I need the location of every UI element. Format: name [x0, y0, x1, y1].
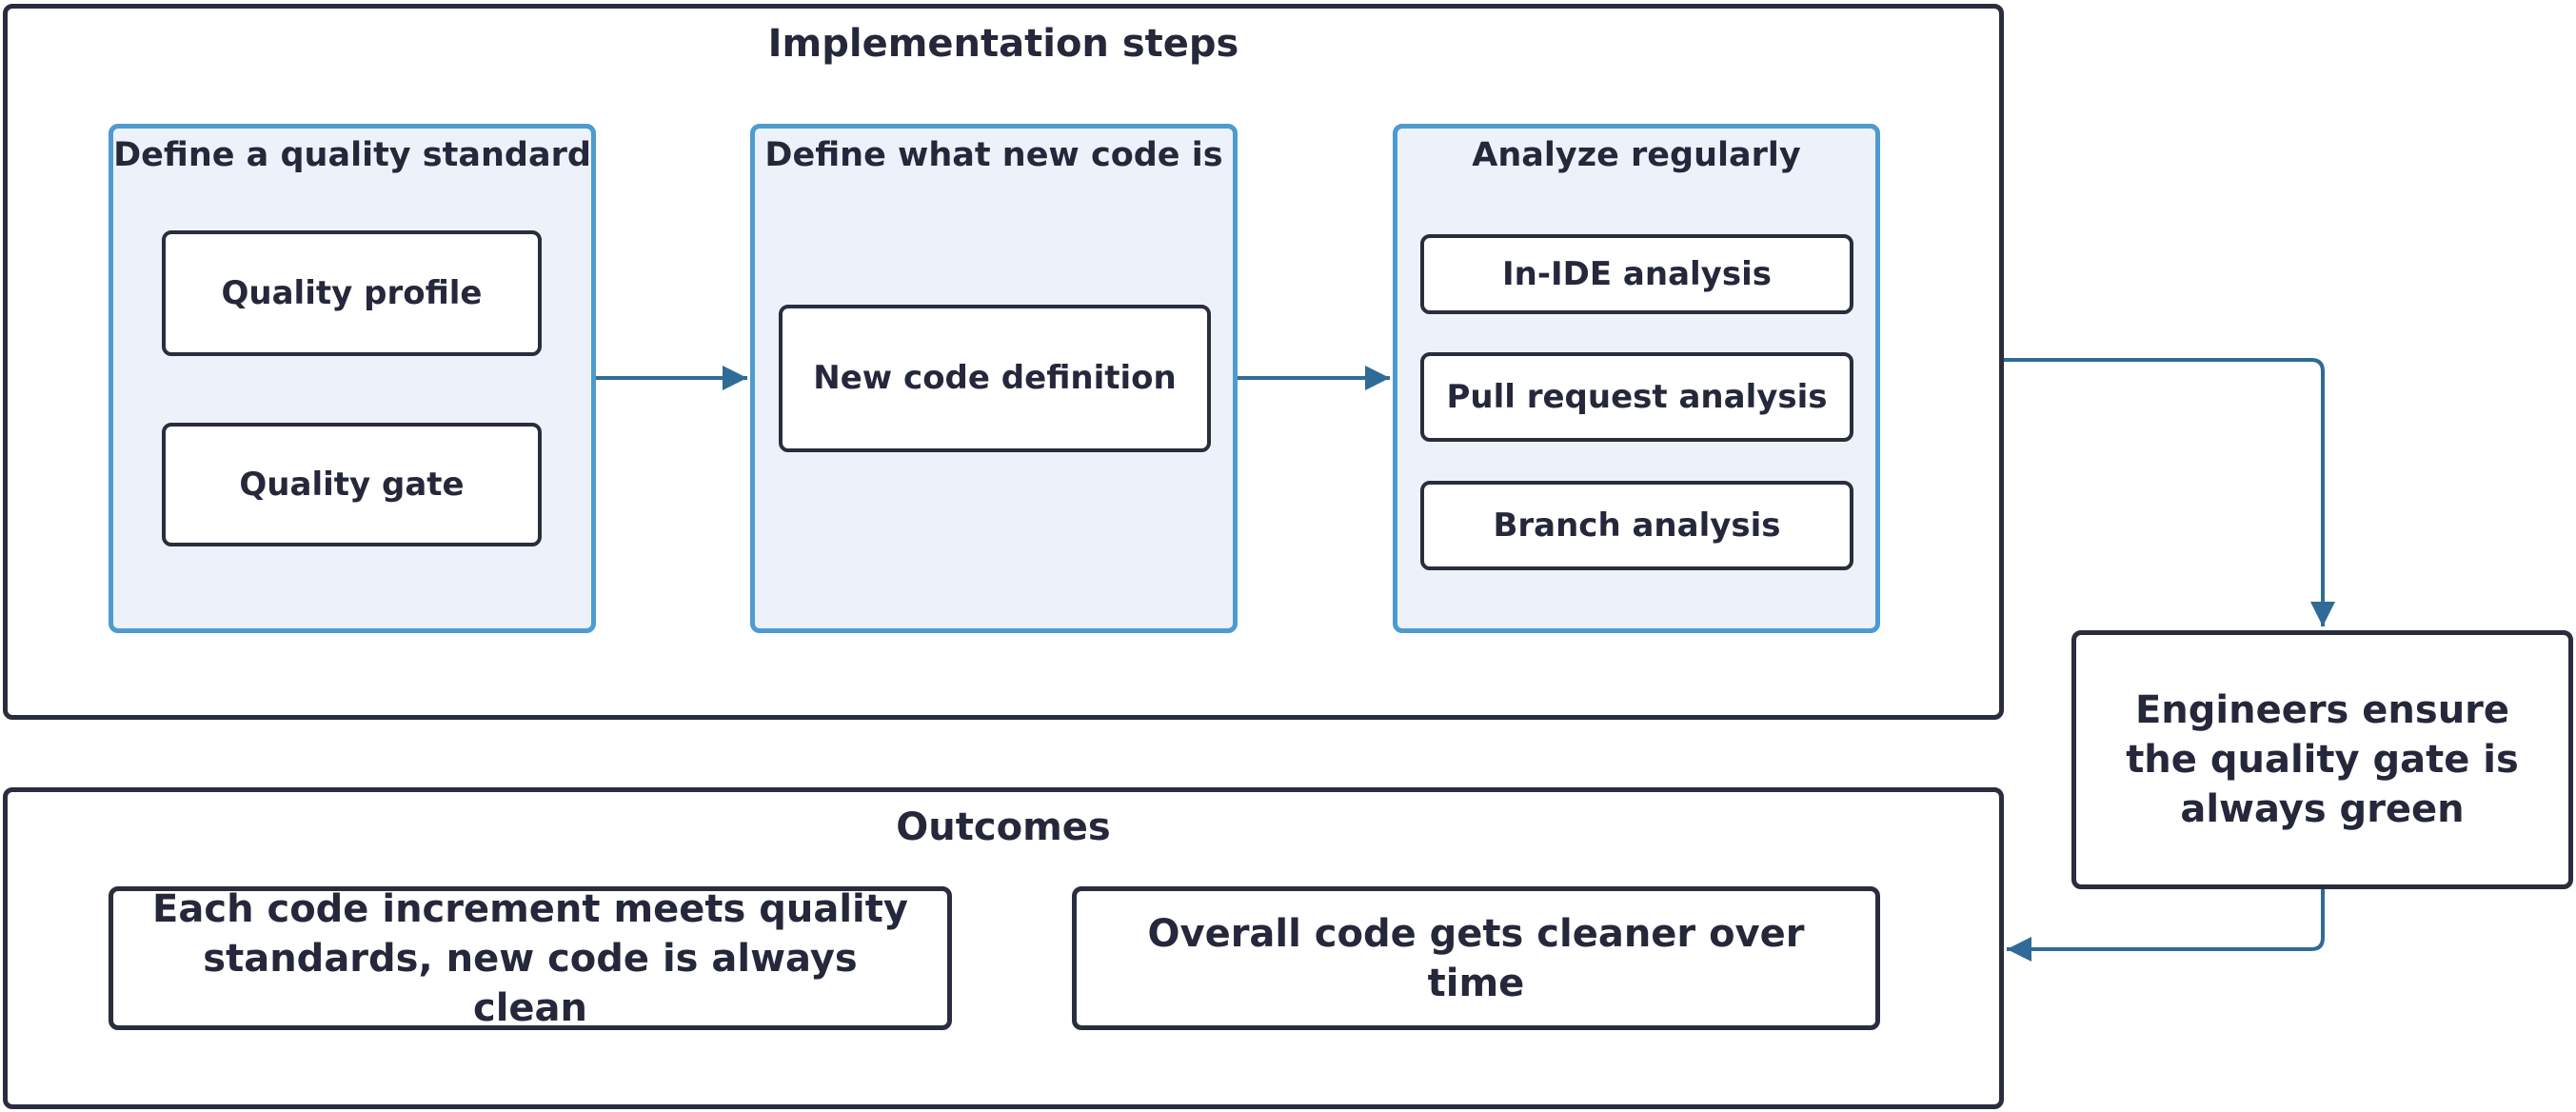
new-code-definition-node: New code definition — [779, 305, 1211, 452]
arrow-implementation-to-engineers — [2004, 358, 2335, 626]
implementation-steps-title: Implementation steps — [767, 22, 1239, 66]
quality-profile-node: Quality profile — [162, 230, 542, 356]
new-code-title: Define what new code is — [764, 136, 1223, 174]
quality-gate-node: Quality gate — [162, 423, 542, 546]
arrow-engineers-to-outcomes — [2007, 889, 2325, 962]
outcomes-title: Outcomes — [896, 805, 1111, 849]
outcome-cleaner-over-time-node: Overall code gets cleaner over time — [1072, 886, 1880, 1030]
pull-request-analysis-node: Pull request analysis — [1420, 352, 1853, 442]
quality-standard-group: Define a quality standard — [109, 124, 596, 633]
branch-analysis-node: Branch analysis — [1420, 481, 1853, 570]
outcome-new-code-clean-node: Each code increment meets quality standa… — [109, 886, 952, 1030]
quality-standard-title: Define a quality standard — [113, 136, 591, 174]
analyze-regularly-title: Analyze regularly — [1472, 136, 1801, 174]
engineers-green-gate-node: Engineers ensure the quality gate is alw… — [2071, 630, 2573, 889]
in-ide-analysis-node: In-IDE analysis — [1420, 234, 1853, 314]
